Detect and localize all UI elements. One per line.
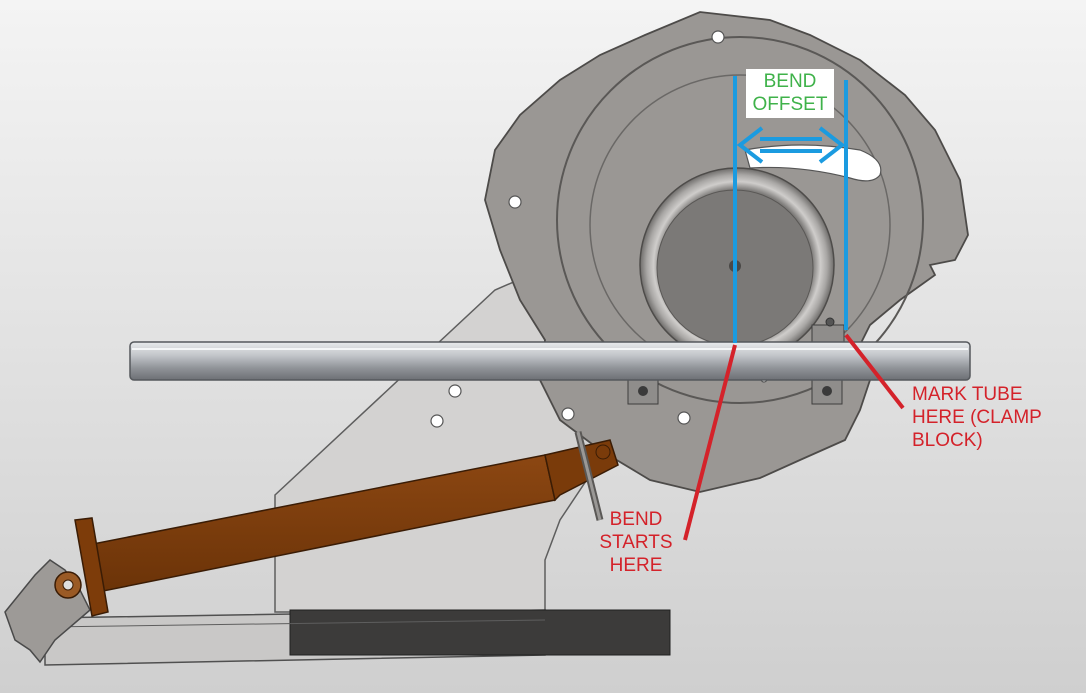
mark-tube-line-3: BLOCK) — [912, 430, 983, 451]
bend-starts-line-3: HERE — [609, 555, 663, 576]
bend-offset-line-1: BEND — [763, 71, 817, 92]
bend-offset-arrow — [736, 126, 846, 164]
bend-starts-line-2: STARTS — [599, 532, 673, 553]
bend-starts-pointer — [683, 344, 737, 541]
plate-ring — [556, 36, 924, 404]
bend-offset-guides — [733, 76, 848, 343]
hydraulic-cylinder — [54, 439, 619, 617]
mark-tube-label: MARK TUBE HERE (CLAMP BLOCK) — [912, 383, 1042, 452]
channel-edge — [44, 619, 546, 628]
mark-tube-line-1: MARK TUBE — [912, 384, 1023, 405]
mark-tube-line-2: HERE (CLAMP — [912, 407, 1042, 428]
cylinder-pin-highlight — [576, 431, 602, 521]
tube — [129, 341, 971, 381]
bend-offset-line-2: OFFSET — [752, 94, 828, 115]
bend-starts-line-1: BEND — [609, 509, 663, 530]
bend-starts-label: BEND STARTS HERE — [594, 508, 678, 577]
mark-tube-pointer — [844, 333, 905, 410]
base-channel-dark — [289, 609, 671, 656]
bend-offset-label: BEND OFFSET — [746, 69, 834, 118]
